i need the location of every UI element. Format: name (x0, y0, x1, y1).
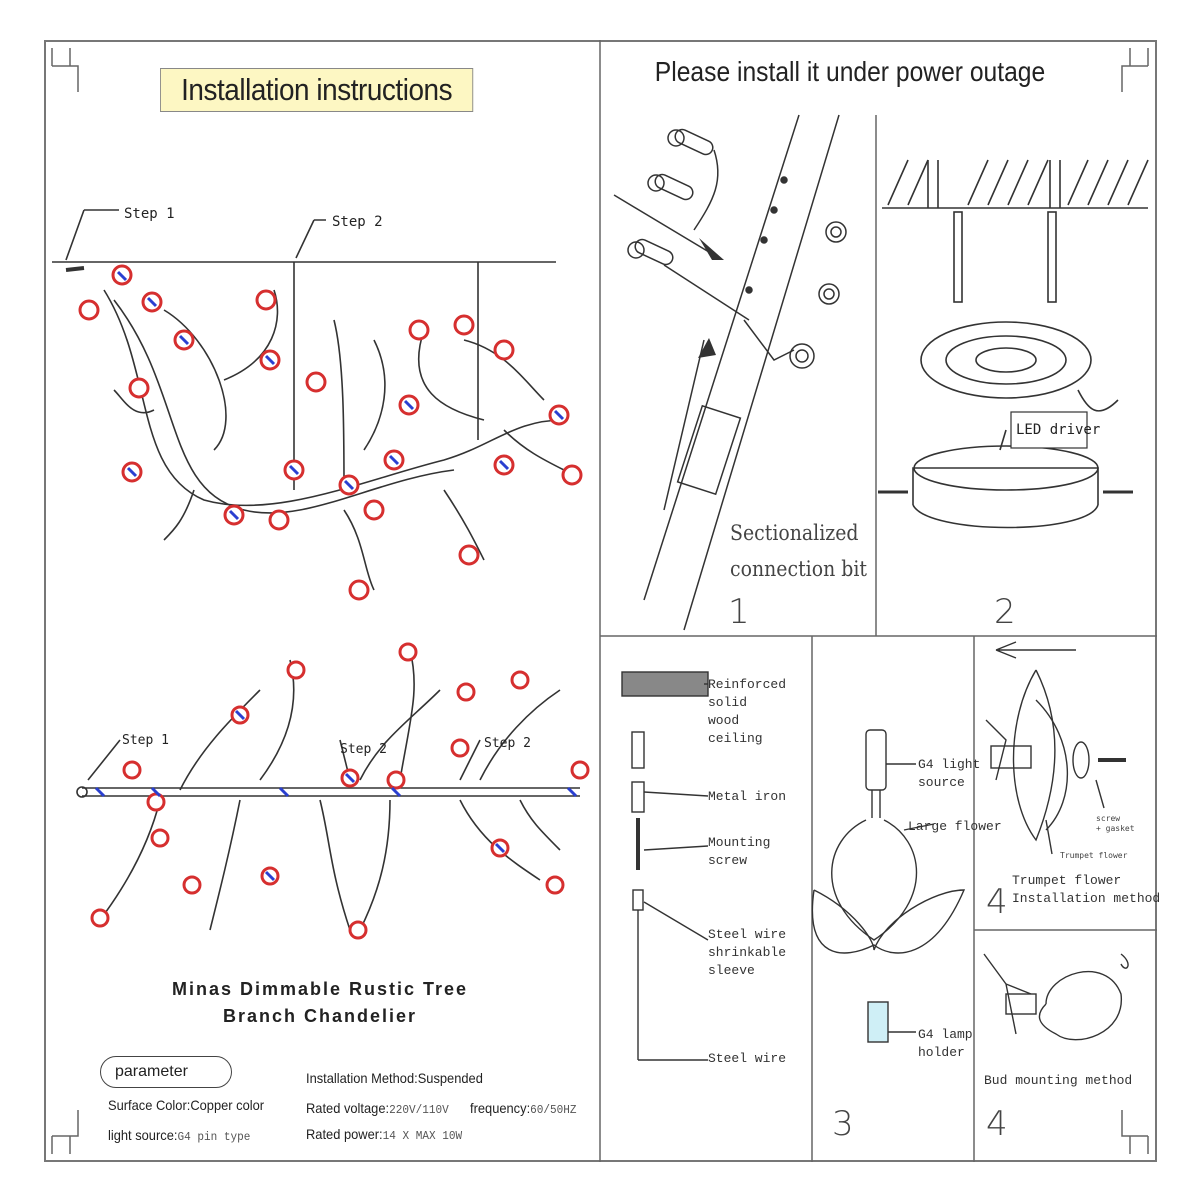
panel1-caption-line2: connection bit (730, 557, 868, 581)
spec-install-method-value: Suspended (417, 1070, 483, 1086)
panel4b-diagram (983, 953, 1129, 1041)
mounting-screw-line1: Mounting (708, 835, 771, 850)
trumpet-caption-line2: Installation method (1012, 891, 1161, 906)
spec-surface-color: Surface Color:Copper color (108, 1097, 264, 1113)
panel3-diagram (621, 671, 966, 1061)
panel2-diagram (878, 159, 1149, 529)
spec-rated-power-label: Rated power: (306, 1126, 383, 1142)
installation-title-text: Installation instructions (181, 72, 453, 107)
metal-iron-label: Metal iron (708, 789, 787, 804)
panel3-number: 3 (832, 1104, 854, 1144)
led-driver-label: LED driver (1016, 422, 1101, 438)
panel1-number: 1 (728, 592, 750, 632)
screw-gasket-line1: screw (1096, 814, 1121, 823)
bottom-step2-label-a: Step 2 (340, 742, 387, 757)
installation-title: Installation instructions (160, 68, 474, 112)
spec-rated-power-value: 14 X MAX 10W (382, 1129, 463, 1143)
spec-frequency-value: 60/50HZ (530, 1103, 577, 1117)
trumpet-caption-line1: Trumpet flower (1012, 873, 1122, 888)
product-name: Minas Dimmable Rustic Tree Branch Chande… (120, 976, 520, 1030)
g4-holder-label: G4 lamp holder (918, 1026, 973, 1062)
reinforced-line2: solid (708, 695, 748, 710)
reinforced-line4: ceiling (708, 731, 763, 746)
product-name-line2: Branch Chandelier (222, 1006, 418, 1026)
top-step2-label: Step 2 (332, 214, 383, 230)
reinforced-line1: Reinforced (708, 677, 787, 692)
trumpet-caption: Trumpet flower Installation method (1012, 872, 1160, 908)
flower-markers-bottom (90, 642, 590, 940)
spec-rated-voltage-label: Rated voltage: (306, 1100, 390, 1116)
spec-install-method: Installation Method:Suspended (306, 1070, 483, 1086)
spec-rated-power: Rated power:14 X MAX 10W (306, 1126, 462, 1143)
mounting-screw-line2: screw (708, 853, 748, 868)
steel-sleeve-label: Steel wire shrinkable sleeve (708, 926, 786, 980)
spec-rated-voltage: Rated voltage:220V/110V (306, 1100, 449, 1117)
large-flower-label: Large flower (908, 819, 1002, 834)
panel4a-number: 4 (986, 882, 1008, 922)
spec-frequency: frequency:60/50HZ (470, 1100, 577, 1117)
power-outage-title: Please install it under power outage (654, 56, 1046, 87)
g4-source-label: G4 light source (918, 756, 980, 792)
panel1-caption: Sectionalized connection bit (730, 515, 867, 587)
parameter-label: parameter (100, 1056, 232, 1088)
steel-sleeve-line2: shrinkable (708, 945, 787, 960)
spec-light-source-label: light source: (108, 1127, 178, 1143)
g4-holder-line2: holder (918, 1045, 965, 1060)
steel-sleeve-line1: Steel wire (708, 927, 787, 942)
bottom-step1-label: Step 1 (122, 733, 169, 748)
spec-light-source-value: G4 pin type (177, 1130, 251, 1144)
panel4b-number: 4 (986, 1104, 1008, 1144)
spec-light-source: light source:G4 pin type (108, 1127, 250, 1144)
screw-gasket-label: screw + gasket (1096, 814, 1135, 834)
panel1-caption-line1: Sectionalized (730, 521, 859, 545)
spec-install-method-label: Installation Method: (306, 1070, 418, 1086)
panel1-diagram (613, 114, 847, 631)
panel2-number: 2 (994, 592, 1016, 632)
bottom-step2-label-b: Step 2 (484, 736, 531, 751)
steel-sleeve-line3: sleeve (708, 963, 755, 978)
g4-source-line2: source (918, 775, 965, 790)
top-step1-label: Step 1 (124, 206, 175, 222)
product-name-line1: Minas Dimmable Rustic Tree (171, 979, 469, 999)
bud-caption: Bud mounting method (984, 1073, 1133, 1088)
steel-wire-label: Steel wire (708, 1051, 787, 1066)
g4-holder-line1: G4 lamp (918, 1027, 973, 1042)
panel4a-diagram (985, 641, 1126, 855)
reinforced-ceiling-label: Reinforced solid wood ceiling (708, 676, 786, 748)
spec-frequency-label: frequency: (470, 1100, 531, 1116)
trumpet-small-label: Trumpet flower (1060, 851, 1128, 860)
spec-surface-color-label: Surface Color: (108, 1097, 191, 1113)
chandelier-bottom-diagram (76, 642, 590, 940)
g4-source-line1: G4 light (918, 757, 981, 772)
chandelier-top-diagram (52, 209, 583, 601)
mounting-screw-label: Mounting screw (708, 834, 770, 870)
spec-rated-voltage-value: 220V/110V (389, 1103, 449, 1117)
spec-surface-color-value: Copper color (190, 1097, 265, 1113)
corner-marks (51, 48, 1149, 1154)
flower-markers (78, 264, 583, 601)
reinforced-line3: wood (708, 713, 740, 728)
screw-gasket-line2: + gasket (1096, 824, 1135, 833)
